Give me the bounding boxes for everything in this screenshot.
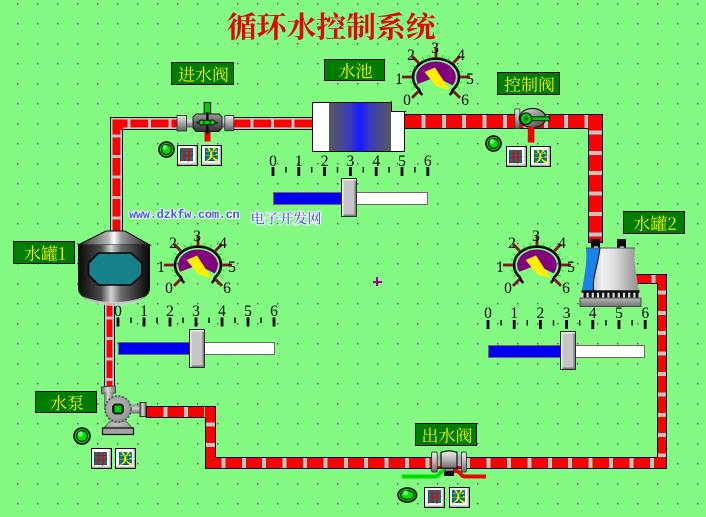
- svg-text:5: 5: [244, 303, 252, 320]
- svg-text:5: 5: [615, 305, 623, 322]
- svg-text:2: 2: [169, 235, 177, 252]
- svg-text:2: 2: [508, 235, 516, 252]
- svg-text:3: 3: [193, 228, 201, 245]
- svg-text:2: 2: [166, 303, 174, 320]
- svg-text:0: 0: [165, 280, 173, 297]
- svg-text:3: 3: [532, 228, 540, 245]
- svg-text:3: 3: [192, 303, 200, 320]
- svg-text:1: 1: [510, 305, 518, 322]
- svg-text:1: 1: [496, 259, 504, 276]
- svg-text:0: 0: [504, 280, 512, 297]
- svg-text:3: 3: [562, 305, 570, 322]
- svg-text:2: 2: [536, 305, 544, 322]
- svg-text:4: 4: [558, 235, 566, 252]
- svg-text:0: 0: [269, 153, 277, 170]
- svg-text:5: 5: [228, 259, 236, 276]
- svg-text:1: 1: [395, 71, 403, 88]
- svg-text:0: 0: [484, 305, 492, 322]
- svg-text:5: 5: [567, 259, 575, 276]
- svg-text:6: 6: [423, 153, 431, 170]
- svg-text:3: 3: [346, 153, 354, 170]
- svg-text:1: 1: [140, 303, 148, 320]
- svg-text:5: 5: [398, 153, 406, 170]
- svg-text:3: 3: [431, 40, 439, 57]
- svg-text:4: 4: [457, 47, 465, 64]
- svg-text:1: 1: [157, 259, 165, 276]
- svg-text:5: 5: [466, 71, 474, 88]
- svg-text:6: 6: [223, 280, 231, 297]
- svg-text:4: 4: [588, 305, 596, 322]
- svg-text:4: 4: [372, 153, 380, 170]
- svg-text:6: 6: [641, 305, 649, 322]
- svg-text:0: 0: [403, 92, 411, 109]
- svg-text:2: 2: [407, 47, 415, 64]
- svg-text:2: 2: [320, 153, 328, 170]
- svg-text:0: 0: [114, 303, 122, 320]
- svg-text:6: 6: [270, 303, 278, 320]
- svg-text:4: 4: [219, 235, 227, 252]
- svg-text:6: 6: [461, 92, 469, 109]
- svg-text:6: 6: [562, 280, 570, 297]
- svg-text:4: 4: [218, 303, 226, 320]
- svg-text:1: 1: [294, 153, 302, 170]
